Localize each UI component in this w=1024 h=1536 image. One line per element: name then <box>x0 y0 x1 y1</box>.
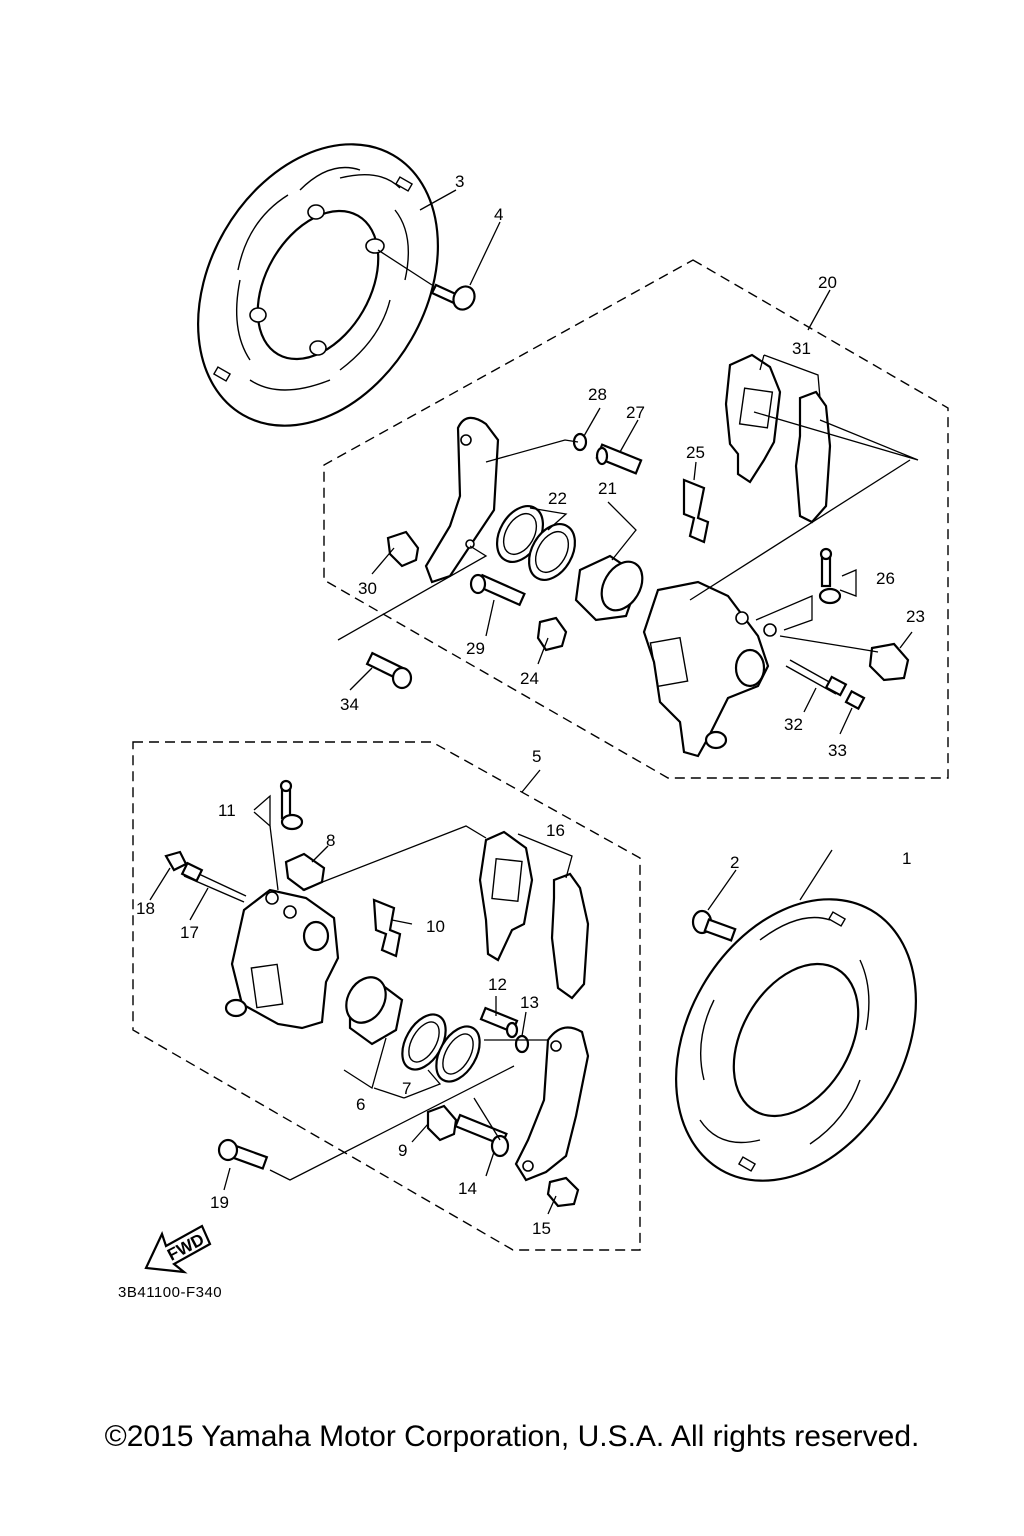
piston-6 <box>345 976 404 1046</box>
callout-28: 28 <box>588 385 607 404</box>
upper-assembly-boundary <box>323 259 949 779</box>
upper-brake-pads <box>724 353 832 524</box>
lower-brake-pads <box>478 830 590 1000</box>
disc-bolt-4 <box>377 249 476 311</box>
callouts: 3 4 20 31 28 27 25 21 22 26 30 23 29 24 … <box>136 172 925 1238</box>
callout-11: 11 <box>218 801 236 820</box>
callout-13: 13 <box>520 993 539 1012</box>
pin-27 <box>595 443 643 475</box>
spring-18 <box>164 850 188 872</box>
callout-34: 34 <box>340 695 359 714</box>
callout-19: 19 <box>210 1193 229 1212</box>
callout-23: 23 <box>906 607 925 626</box>
upper-caliper-body <box>642 580 777 758</box>
lower-caliper-body <box>224 888 340 1030</box>
callout-7: 7 <box>402 1079 411 1098</box>
callout-33: 33 <box>828 741 847 760</box>
boot-24 <box>536 616 568 652</box>
callout-24: 24 <box>520 669 539 688</box>
washer-13 <box>514 1034 530 1054</box>
collar-9 <box>426 1104 458 1142</box>
callout-10: 10 <box>426 917 445 936</box>
callout-9: 9 <box>398 1141 407 1160</box>
callout-17: 17 <box>180 923 199 942</box>
callout-3: 3 <box>455 172 464 191</box>
fwd-arrow-icon: FWD <box>144 1224 212 1274</box>
callout-18: 18 <box>136 899 155 918</box>
slide-pin-14 <box>454 1113 510 1158</box>
piston-seals-7 <box>401 1013 481 1083</box>
bleed-screw-26 <box>818 547 842 605</box>
bolt-19 <box>217 1138 269 1170</box>
bleed-screw-11 <box>279 779 304 831</box>
lower-caliper-bracket <box>514 1026 590 1182</box>
plug-23 <box>868 642 910 682</box>
callout-25: 25 <box>686 443 705 462</box>
callout-20: 20 <box>818 273 837 292</box>
callout-5: 5 <box>532 747 541 766</box>
callout-4: 4 <box>494 205 503 224</box>
bolt-34 <box>365 651 413 690</box>
collar-8 <box>284 852 326 892</box>
disc-bolt-2 <box>691 909 737 942</box>
callout-14: 14 <box>458 1179 477 1198</box>
callout-27: 27 <box>626 403 645 422</box>
callout-12: 12 <box>488 975 507 994</box>
pin-32 <box>785 659 848 697</box>
callout-1: 1 <box>902 849 911 868</box>
leader-lines <box>149 189 919 1215</box>
callout-15: 15 <box>532 1219 551 1238</box>
callout-32: 32 <box>784 715 803 734</box>
callout-8: 8 <box>326 831 335 850</box>
pad-spring-10 <box>372 898 402 958</box>
drawing-code: 3B41100-F340 <box>118 1284 223 1301</box>
callout-30: 30 <box>358 579 377 598</box>
plug-15 <box>546 1176 580 1208</box>
callout-2: 2 <box>730 853 739 872</box>
callout-31: 31 <box>792 339 811 358</box>
callout-22: 22 <box>548 489 567 508</box>
pin-12 <box>479 1006 519 1039</box>
copyright-notice: ©2015 Yamaha Motor Corporation, U.S.A. A… <box>104 1420 920 1453</box>
callout-29: 29 <box>466 639 485 658</box>
piston-21 <box>574 554 644 622</box>
piston-seals-22 <box>495 505 577 581</box>
callout-21: 21 <box>598 479 617 498</box>
pin-17 <box>180 861 247 903</box>
slide-pin-29 <box>469 573 526 607</box>
collar-30 <box>386 530 420 568</box>
lower-brake-disc <box>675 898 917 1182</box>
callout-6: 6 <box>356 1095 365 1114</box>
callout-26: 26 <box>876 569 895 588</box>
upper-caliper-bracket <box>424 416 500 584</box>
pad-spring-25 <box>682 478 710 544</box>
upper-brake-disc <box>197 143 439 427</box>
spring-33 <box>844 689 866 711</box>
callout-16: 16 <box>546 821 565 840</box>
lower-assembly-boundary <box>132 741 641 1251</box>
